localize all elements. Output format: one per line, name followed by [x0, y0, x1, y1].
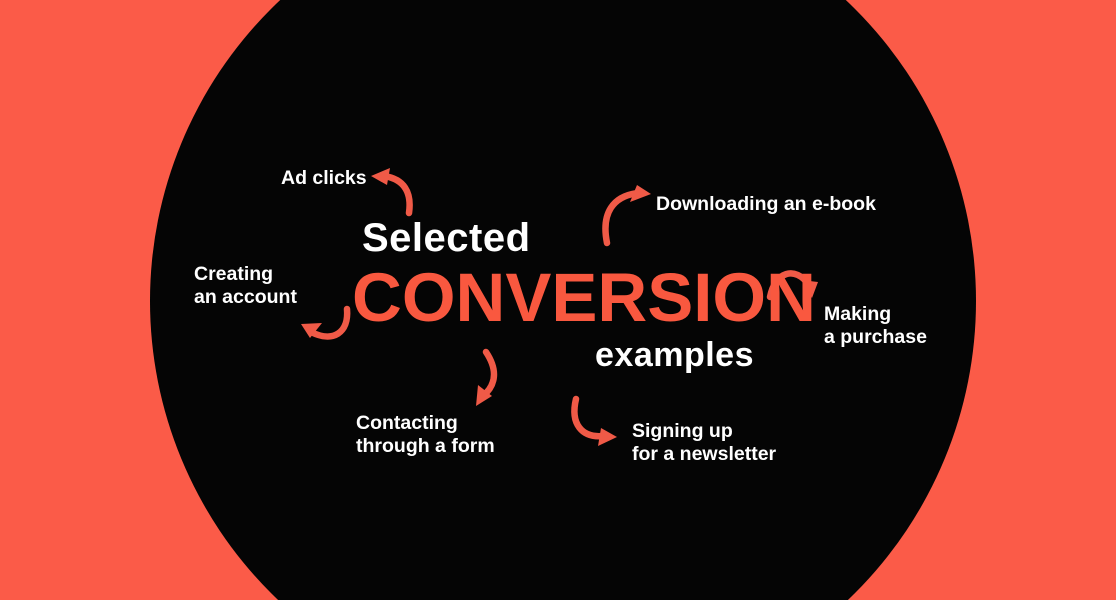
label-making-purchase: Making a purchase: [824, 303, 927, 348]
title-line-conversion: CONVERSION: [352, 259, 816, 336]
label-creating-account: Creating an account: [194, 263, 297, 308]
title-line-selected: Selected: [362, 216, 531, 260]
label-contacting-through-form: Contacting through a form: [356, 412, 495, 457]
title-line-examples: examples: [595, 336, 754, 375]
main-title: Selected CONVERSION examples: [352, 216, 816, 375]
background-circle: [150, 0, 976, 600]
label-downloading-ebook: Downloading an e-book: [656, 193, 876, 215]
label-ad-clicks: Ad clicks: [281, 167, 367, 189]
label-signing-up-newsletter: Signing up for a newsletter: [632, 420, 777, 465]
